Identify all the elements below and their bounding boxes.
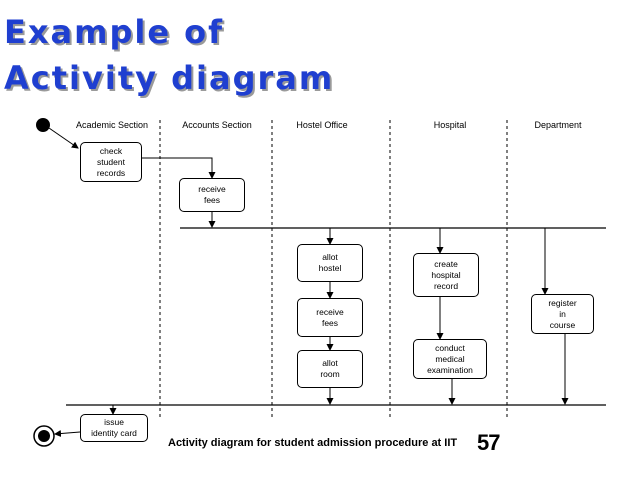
diagram-caption: Activity diagram for student admission p… bbox=[168, 437, 458, 449]
activity-allot-room: allot room bbox=[297, 350, 363, 388]
lane-header-department: Department bbox=[534, 120, 582, 130]
activity-register-in-course: register in course bbox=[531, 294, 594, 334]
activity-conduct-medical-examination: conduct medical examination bbox=[413, 339, 487, 379]
activity-label: receive fees bbox=[198, 184, 226, 205]
title-line-2: Activity diagram bbox=[4, 59, 335, 97]
activity-label: check student records bbox=[96, 145, 126, 178]
initial-node bbox=[36, 118, 50, 132]
lane-header-hospital: Hospital bbox=[433, 120, 467, 130]
activity-label: receive fees bbox=[316, 306, 344, 328]
lane-header-hostel-office: Hostel Office bbox=[296, 120, 348, 130]
flow-start-to-check bbox=[48, 127, 79, 149]
activity-allot-hostel: allot hostel bbox=[297, 244, 363, 282]
activity-label: create hospital record bbox=[431, 258, 461, 291]
activity-label: conduct medical examination bbox=[427, 342, 473, 375]
activity-label: allot room bbox=[320, 358, 340, 379]
activity-receive-fees-accounts: receive fees bbox=[179, 178, 245, 212]
activity-label: register in course bbox=[548, 297, 577, 330]
title-line-1: Example of bbox=[4, 13, 225, 51]
activity-receive-fees-hostel: receive fees bbox=[297, 298, 363, 337]
activity-issue-identity-card: issue identity card bbox=[80, 414, 148, 442]
lane-header-accounts-section: Accounts Section bbox=[182, 120, 252, 130]
flow-issue-to-end bbox=[54, 430, 81, 438]
page-number: 57 bbox=[477, 430, 501, 455]
final-node-inner bbox=[38, 430, 50, 442]
activity-create-hospital-record: create hospital record bbox=[413, 253, 479, 297]
activity-check-student-records: check student records bbox=[80, 142, 142, 182]
activity-label: allot hostel bbox=[318, 252, 342, 273]
activity-label: issue identity card bbox=[91, 417, 137, 438]
lane-header-academic-section: Academic Section bbox=[75, 120, 149, 130]
flow-check-to-fees bbox=[142, 157, 216, 179]
